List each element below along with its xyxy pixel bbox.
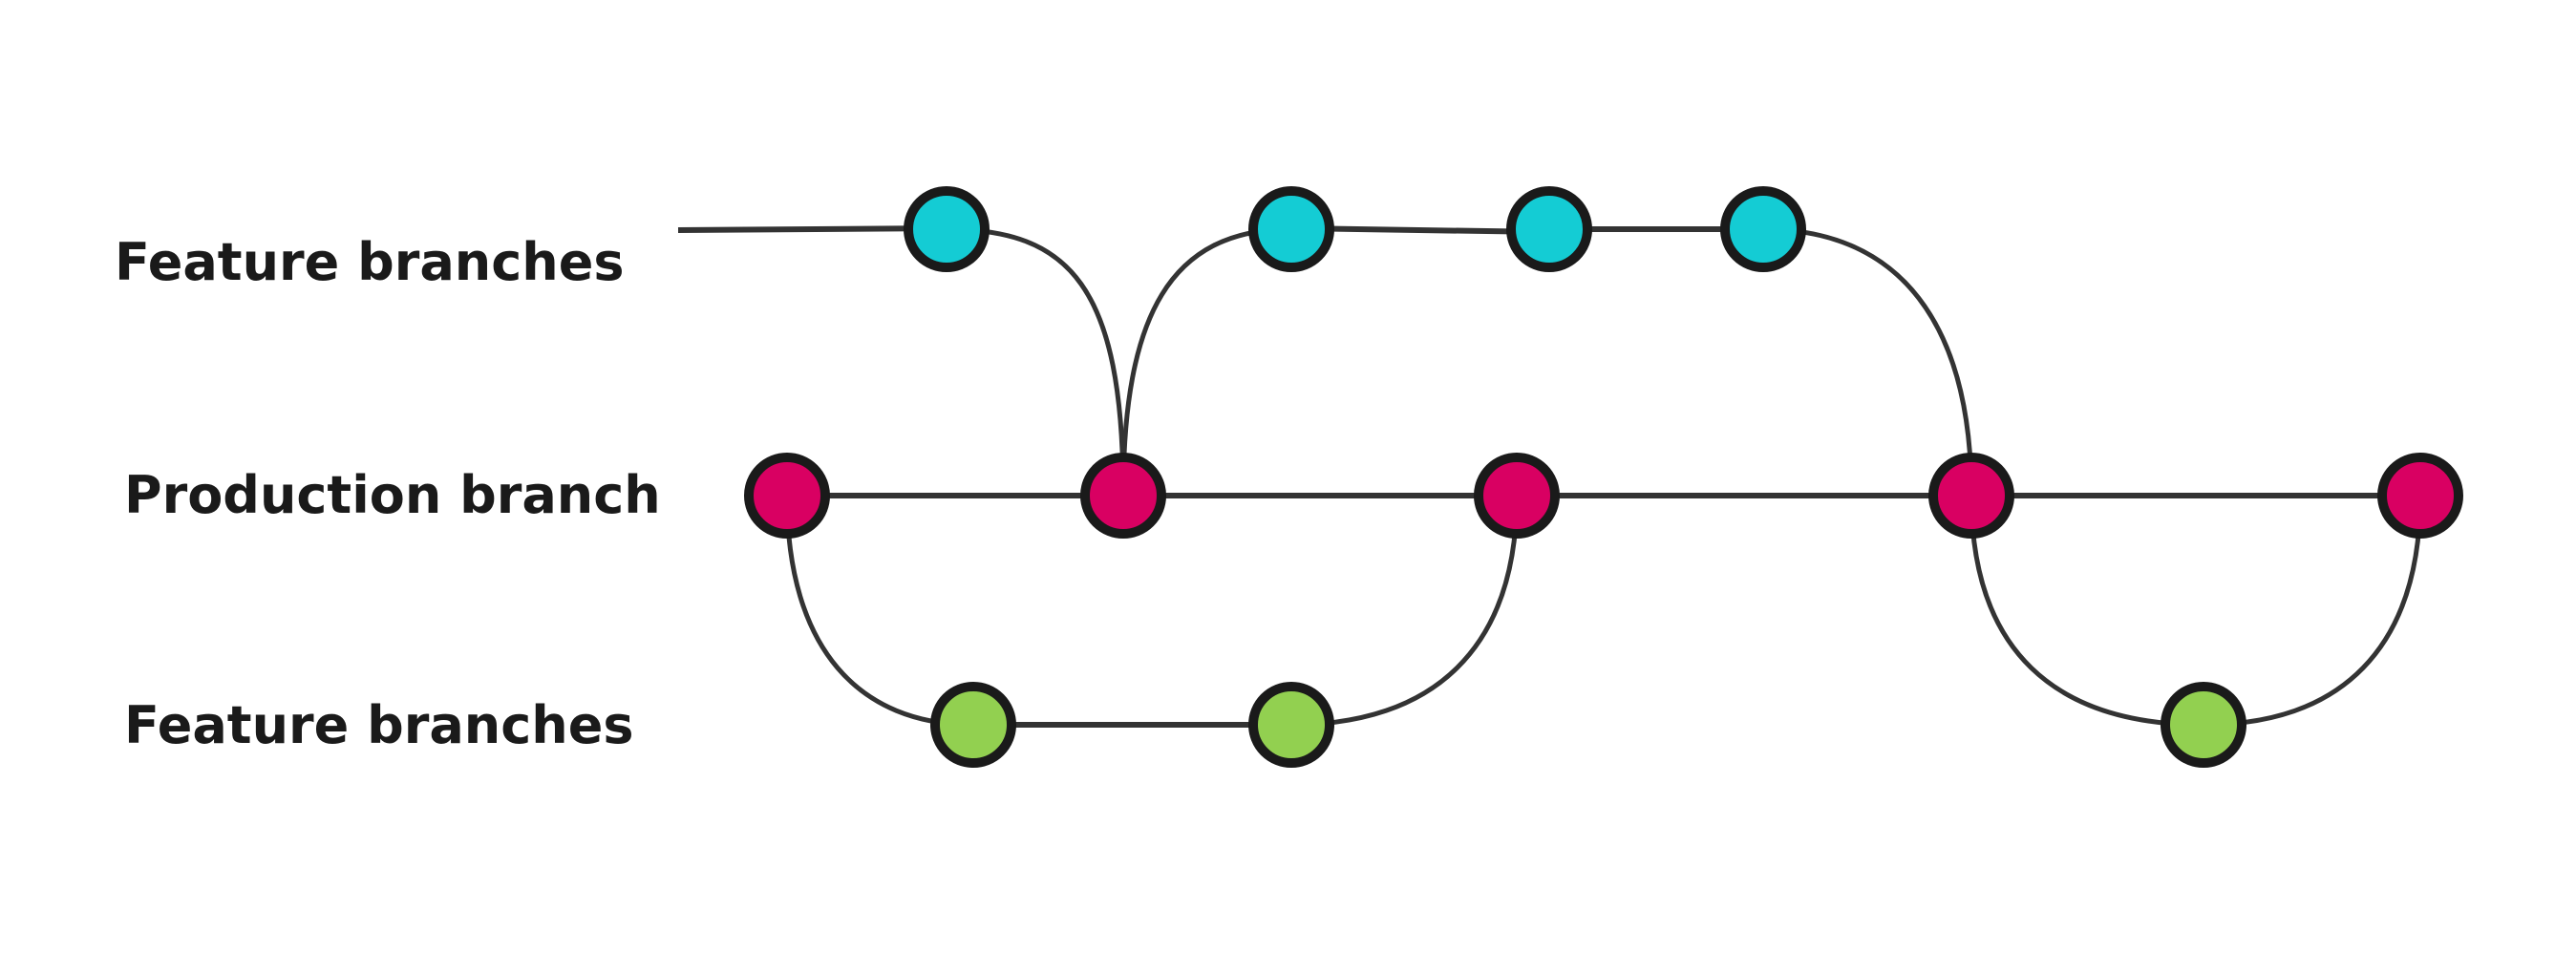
merge-curve-1 xyxy=(946,226,1126,497)
merge-curve-2 xyxy=(1762,226,1974,497)
label-feature-branches-bottom: Feature branches xyxy=(124,695,634,755)
commit-nodes xyxy=(744,186,2463,768)
label-production-branch: Production branch xyxy=(124,465,661,525)
branch-curve-3 xyxy=(1969,495,2204,728)
top-branch-line-start xyxy=(677,225,947,233)
commit-node-production-3 xyxy=(1474,453,1560,539)
merge-curve-3 xyxy=(1290,495,1520,728)
commit-node-feature-bottom-2 xyxy=(1248,682,1334,768)
commit-node-feature-top-1 xyxy=(904,186,990,272)
commit-node-feature-top-3 xyxy=(1506,186,1592,272)
branch-curve-2 xyxy=(784,495,974,728)
commit-node-production-2 xyxy=(1080,453,1166,539)
merge-curve-4 xyxy=(2203,495,2423,728)
commit-node-feature-bottom-1 xyxy=(930,682,1016,768)
commit-node-feature-top-2 xyxy=(1248,186,1334,272)
commit-node-production-1 xyxy=(744,453,830,539)
commit-node-production-4 xyxy=(1928,453,2014,539)
commit-node-feature-top-4 xyxy=(1720,186,1806,272)
branch-curve-1 xyxy=(1120,226,1292,497)
label-feature-branches-top: Feature branches xyxy=(115,232,625,292)
commit-node-feature-bottom-3 xyxy=(2161,682,2246,768)
top-branch-line-2 xyxy=(1290,225,1550,235)
commit-node-production-5 xyxy=(2377,453,2463,539)
